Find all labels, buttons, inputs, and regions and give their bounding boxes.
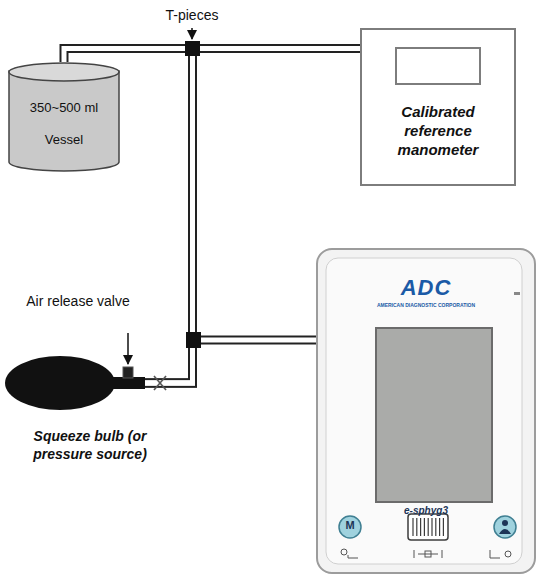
vessel-body	[9, 71, 119, 171]
model-name: e-sphyg3	[378, 505, 474, 517]
button-label: M	[340, 518, 360, 532]
device-face	[326, 258, 522, 564]
tube-bore	[145, 340, 316, 383]
manometer-label: Calibrated reference manometer	[388, 102, 488, 159]
vessel-top	[9, 63, 119, 81]
vessel-label: Vessel	[12, 132, 116, 148]
pointer-arrow	[191, 28, 193, 39]
user-button	[494, 516, 516, 538]
tube-outline	[145, 340, 316, 383]
pointer-arrow	[127, 333, 129, 364]
squeeze-bulb: Squeeze bulb (or pressure source)	[5, 355, 145, 411]
part-label: Air release valve	[20, 292, 136, 311]
tube-clamp	[154, 376, 166, 390]
bulb-nozzle	[109, 377, 145, 389]
slider-switch	[408, 514, 448, 540]
vessel-volume: 350~500 ml	[12, 100, 116, 116]
bulb-caption: Squeeze bulb (or pressure source)	[5, 427, 175, 463]
bulb-body	[5, 356, 115, 410]
node-shape	[5, 355, 145, 411]
status-led	[514, 292, 520, 295]
lcd-screen	[376, 328, 492, 502]
brand-subtitle: AMERICAN DIAGNOSTIC CORPORATION	[348, 302, 504, 308]
manometer-display	[396, 48, 480, 84]
mode-button	[339, 516, 361, 538]
reference-manometer: Calibrated reference manometer	[360, 28, 516, 186]
function-icons	[341, 549, 511, 558]
air-release-valve	[123, 367, 133, 378]
t-piece	[186, 332, 201, 348]
t-piece	[185, 41, 200, 56]
brand-logo: ADC	[358, 276, 494, 300]
vessel-cylinder: 350~500 ml Vessel	[8, 62, 120, 172]
part-label: T-pieces	[150, 6, 234, 24]
node-shape	[8, 62, 120, 172]
